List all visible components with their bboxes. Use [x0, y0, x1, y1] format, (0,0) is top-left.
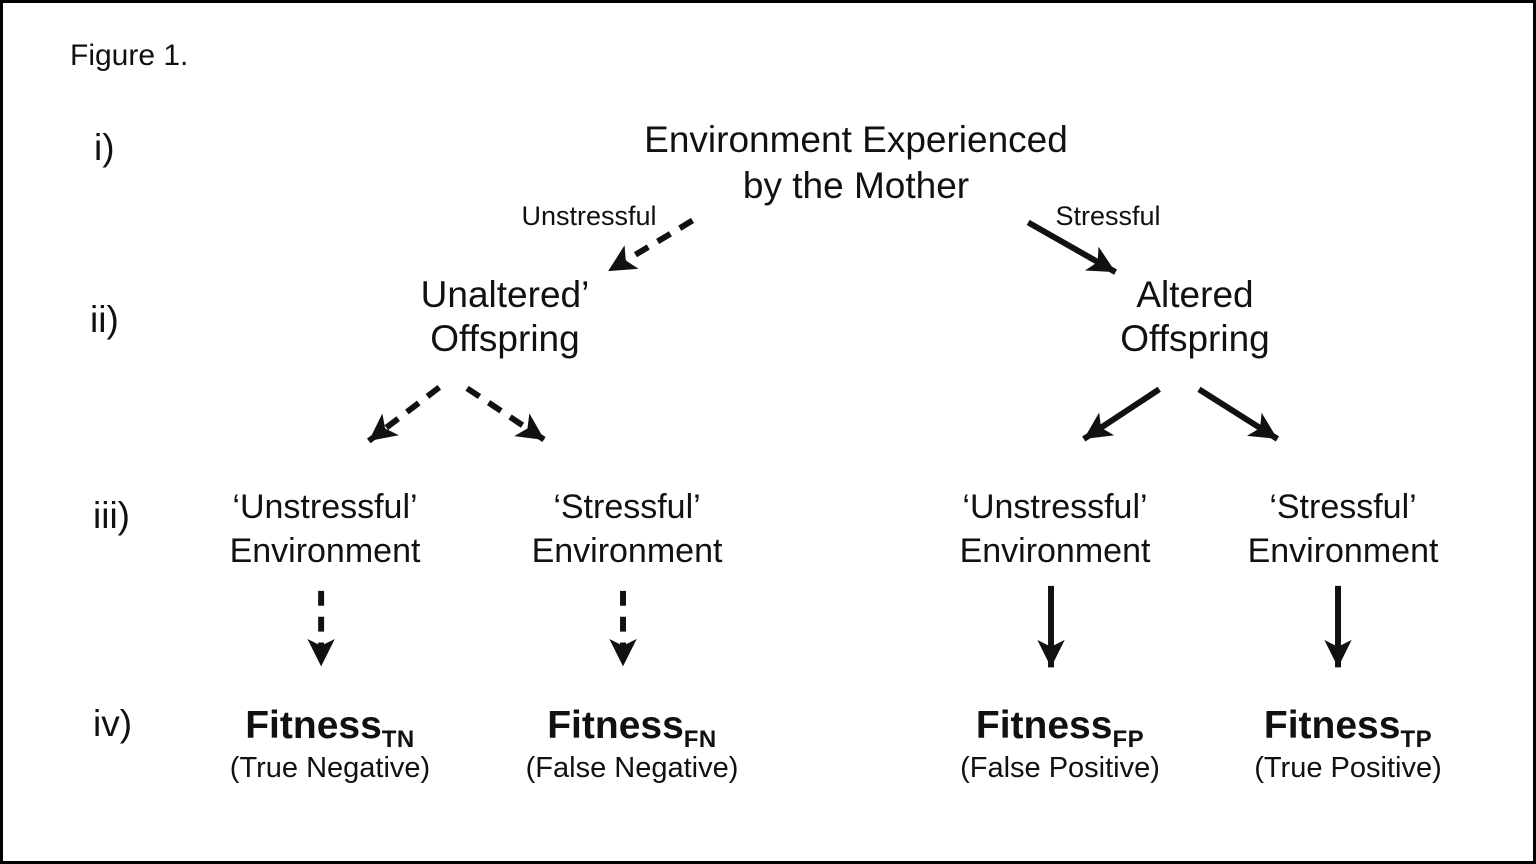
connector-root-to-altered-arrow	[1026, 219, 1118, 275]
row-label-i: i)	[94, 127, 115, 168]
node-env-1-line2: Environment	[229, 532, 421, 570]
outcome-caption-tn: (True Negative)	[229, 752, 431, 784]
outcome-fitness-tp: FitnessTP	[1264, 704, 1432, 754]
node-unaltered-line2: Offspring	[430, 318, 580, 359]
row-label-ii: ii)	[90, 299, 119, 340]
outcome-fitness-tn-subscript: TN	[381, 726, 415, 753]
root-node-line2: by the Mother	[742, 165, 970, 206]
connector-root-to-unaltered-arrow	[606, 217, 695, 274]
node-env-4-line2: Environment	[1247, 532, 1439, 570]
node-altered-line2: Offspring	[1120, 318, 1270, 359]
root-node-line1: Environment Experienced	[644, 119, 1068, 160]
node-env-2-line1: ‘Stressful’	[553, 488, 701, 526]
node-env-unstressful-2: ‘Unstressful’ Environment	[960, 485, 1151, 573]
root-node: Environment Experienced by the Mother	[644, 117, 1068, 209]
row-label-iii: iii)	[93, 495, 130, 536]
outcome-caption-fn: (False Negative)	[525, 752, 739, 784]
connector-unaltered-to-stressful-env-arrow	[465, 385, 547, 443]
connector-altered-to-stressful-env-arrow	[1197, 386, 1280, 442]
outcome-fitness-tn: FitnessTN	[245, 704, 415, 754]
connector-layer	[307, 217, 1352, 668]
outcome-fitness-tp-label: Fitness	[1263, 704, 1401, 747]
figure-label: Figure 1.	[70, 39, 189, 72]
branch-label-stressful: Stressful	[1055, 201, 1161, 231]
node-env-3-line1: ‘Unstressful’	[962, 488, 1148, 526]
node-unaltered-line1: Unaltered’	[420, 274, 590, 315]
node-altered-offspring: Altered Offspring	[1120, 273, 1269, 361]
outcome-fitness-fn: FitnessFN	[547, 704, 717, 754]
outcome-caption-tp: (True Positive)	[1254, 752, 1442, 784]
node-env-2-line2: Environment	[531, 532, 723, 570]
outcome-fitness-fp-label: Fitness	[975, 704, 1113, 747]
node-env-stressful-1: ‘Stressful’ Environment	[532, 485, 723, 573]
node-env-unstressful-1: ‘Unstressful’ Environment	[230, 485, 421, 573]
node-env-1-line1: ‘Unstressful’	[232, 488, 418, 526]
outcome-fitness-fn-label: Fitness	[547, 704, 684, 747]
branch-label-unstressful: Unstressful	[521, 201, 657, 231]
outcome-fitness-fp: FitnessFP	[976, 704, 1144, 754]
connector-unaltered-to-unstressful-env-arrow	[366, 384, 442, 444]
outcome-fitness-tn-label: Fitness	[245, 704, 382, 747]
outcome-fitness-fp-subscript: FP	[1112, 726, 1145, 753]
node-env-stressful-2: ‘Stressful’ Environment	[1248, 485, 1439, 573]
node-unaltered-offspring: Unaltered’ Offspring	[421, 273, 590, 361]
connector-altered-to-unstressful-env-arrow	[1082, 386, 1161, 442]
row-label-iv: iv)	[93, 703, 133, 744]
outcome-fitness-tp-subscript: TP	[1400, 726, 1433, 753]
outcome-caption-fp: (False Positive)	[960, 752, 1160, 784]
outcome-fitness-fn-subscript: FN	[683, 726, 717, 753]
node-altered-line1: Altered	[1136, 274, 1254, 315]
node-env-3-line2: Environment	[959, 532, 1151, 570]
node-env-4-line1: ‘Stressful’	[1269, 488, 1417, 526]
